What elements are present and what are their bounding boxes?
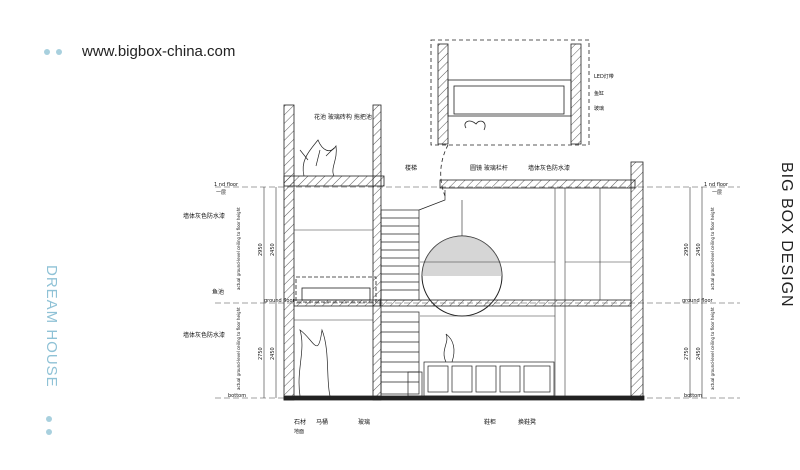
interior-lines: [294, 188, 631, 396]
dim-upper-total-left: 2950: [258, 243, 264, 256]
level-bottom-left: bottom: [228, 393, 246, 399]
fish-tank: [295, 276, 377, 303]
label-wall-paint-upper: 墙体灰色防水漆: [183, 212, 225, 220]
ceiling-note-left-lower: actual ground-level ceiling to floor hei…: [236, 307, 241, 390]
level-floor1-right: 1 nd floor: [704, 182, 729, 188]
detail-label-glass: 玻璃: [594, 105, 604, 112]
dim-lower-total-left: 2750: [258, 347, 264, 360]
bottom-label-bench: 换鞋凳: [518, 418, 536, 426]
dimension-lines-right: [689, 187, 703, 398]
dimension-lines-left: [263, 187, 277, 398]
decor-dot: [44, 49, 50, 55]
dim-lower-total-right: 2750: [684, 347, 690, 360]
dim-lower-inner-left: 2450: [270, 347, 276, 360]
level-zh-left: 一层: [216, 190, 226, 196]
decor-dots-top: [44, 49, 62, 55]
decor-dots-left: [46, 416, 52, 435]
level-ground-left: ground floor: [264, 298, 296, 304]
dim-upper-total-right: 2950: [684, 243, 690, 256]
plants: [298, 139, 455, 397]
level-zh-right: 一层: [712, 190, 722, 196]
detail-label-led: LED灯带: [594, 73, 614, 80]
decor-dot: [46, 429, 52, 435]
drawing-frame: [10, 10, 790, 460]
label-mirror-rail: 圆镜 玻璃栏杆: [470, 164, 508, 172]
bottom-label-ground: 地面: [294, 428, 304, 435]
ceiling-note-left-upper: actual ground-level ceiling to floor hei…: [236, 207, 241, 290]
decor-dot: [56, 49, 62, 55]
dim-upper-inner-left: 2450: [270, 243, 276, 256]
round-mirror: [421, 200, 503, 317]
shoe-cabinet: [407, 361, 555, 397]
ceiling-note-right-upper: actual ground-level ceiling to floor hei…: [710, 207, 715, 290]
level-floor1-left: 1 nd floor: [214, 182, 239, 188]
dim-lower-inner-right: 2450: [696, 347, 702, 360]
decor-dot: [46, 416, 52, 422]
bottom-label-glass: 玻璃: [358, 418, 370, 426]
ceiling-note-right-lower: actual ground-level ceiling to floor hei…: [710, 307, 715, 390]
bottom-label-toilet: 马桶: [316, 418, 328, 426]
bottom-label-stone: 石材: [294, 418, 306, 426]
detail-callout: [430, 39, 590, 197]
label-fish-tank: 鱼池: [212, 288, 224, 296]
label-wall-paint-top: 墙体灰色防水漆: [528, 164, 570, 172]
level-ground-right: ground floor: [682, 298, 714, 304]
level-bottom-right: bottom: [684, 393, 702, 399]
label-stair: 楼梯: [405, 164, 417, 172]
bottom-label-shoe-cabinet: 鞋柜: [484, 418, 496, 426]
stair: [380, 190, 446, 395]
label-planter: 花池 玻璃砖构 拖把池: [314, 113, 372, 121]
label-wall-paint-lower: 墙体灰色防水漆: [183, 331, 225, 339]
detail-label-fish: 鱼缸: [594, 90, 604, 97]
side-label-big-box-design: BIG BOX DESIGN: [778, 162, 795, 308]
dim-upper-inner-right: 2450: [696, 243, 702, 256]
side-label-dream-house: DREAM HOUSE: [43, 265, 60, 388]
website-url: www.bigbox-china.com: [82, 43, 236, 60]
